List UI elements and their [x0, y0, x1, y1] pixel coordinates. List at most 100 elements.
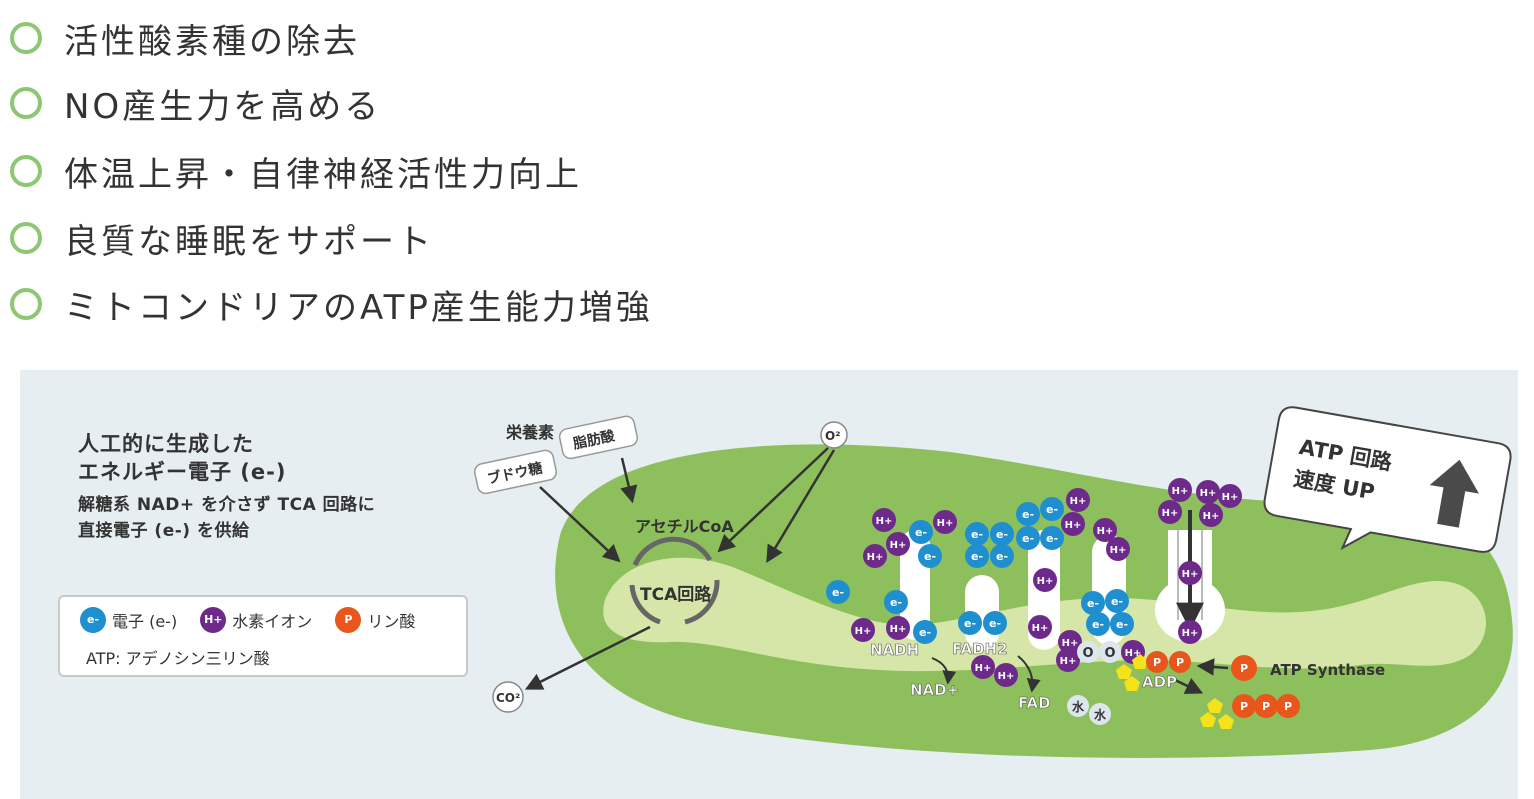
- oxygen-label: O: [1082, 646, 1093, 661]
- legend-phosphate-label: リン酸: [367, 612, 416, 631]
- electron: [965, 522, 989, 546]
- svg-text:H+: H+: [1097, 526, 1114, 537]
- fad-label: FAD: [1018, 694, 1051, 712]
- svg-text:H+: H+: [890, 540, 907, 551]
- svg-text:H+: H+: [1032, 623, 1049, 634]
- svg-text:e-: e-: [1092, 618, 1104, 631]
- svg-text:H+: H+: [1060, 656, 1077, 667]
- nad-plus-label: NAD+: [910, 681, 959, 699]
- electron: [909, 520, 933, 544]
- svg-text:P: P: [1176, 656, 1184, 669]
- tca-cycle-arc: [684, 579, 720, 625]
- tca-cycle-arc: [629, 584, 661, 625]
- nutrients-label: 栄養素: [505, 423, 554, 442]
- hydrogen-ion: [1106, 537, 1130, 561]
- hydrogen-ion: [1056, 648, 1080, 672]
- mitochondria-diagram: 人工的に生成した エネルギー電子 (e-) 解糖系 NAD+ を介さず TCA …: [20, 370, 1518, 799]
- hydrogen-ion: [872, 508, 896, 532]
- phosphate: [1232, 694, 1256, 718]
- nadh-label: NADH: [870, 641, 919, 659]
- electron: [1040, 497, 1064, 521]
- benefit-label: ミトコンドリアのATP産生能力増強: [64, 288, 653, 328]
- check-circle-icon: [10, 155, 42, 187]
- svg-text:P: P: [1153, 656, 1161, 669]
- oxygen-atom: [1077, 641, 1099, 663]
- svg-text:e-: e-: [915, 526, 927, 539]
- svg-text:e-: e-: [989, 617, 1001, 630]
- hydrogen-ion: [1066, 488, 1090, 512]
- hydrogen-ion: [863, 544, 887, 568]
- svg-text:H+: H+: [1070, 496, 1087, 507]
- electron: [990, 522, 1014, 546]
- electron: [884, 590, 908, 614]
- electron: [1040, 526, 1064, 550]
- hydrogen-ion: [1061, 512, 1085, 536]
- svg-text:P: P: [1240, 662, 1248, 675]
- svg-text:H+: H+: [937, 518, 954, 529]
- hydrogen-ion-group: [851, 478, 1242, 687]
- hydrogen-ion: [851, 618, 875, 642]
- hydrogen-ion: [1058, 630, 1082, 654]
- electron: [1016, 502, 1040, 526]
- svg-text:H+: H+: [1065, 520, 1082, 531]
- tca-cycle-arc: [632, 536, 713, 567]
- benefit-label: 良質な睡眠をサポート: [64, 222, 434, 262]
- svg-text:H+: H+: [998, 671, 1015, 682]
- hydrogen-ion: [1196, 480, 1220, 504]
- svg-text:H+: H+: [1222, 492, 1239, 503]
- svg-text:e-: e-: [1116, 618, 1128, 631]
- hydrogen-ion: [1028, 615, 1052, 639]
- svg-text:e-: e-: [1046, 503, 1058, 516]
- acetyl-coa-label: アセチルCoA: [635, 517, 734, 536]
- electron: [1081, 591, 1105, 615]
- intro-text: 人工的に生成した エネルギー電子 (e-) 解糖系 NAD+ を介さず TCA …: [78, 430, 375, 544]
- hydrogen-ion: [1033, 568, 1057, 592]
- svg-text:H+: H+: [1200, 488, 1217, 499]
- electron: [958, 611, 982, 635]
- phosphate: [1146, 651, 1168, 673]
- oxygen-atom: [1099, 641, 1121, 663]
- electron: [913, 620, 937, 644]
- benefit-label: 活性酸素種の除去: [64, 22, 360, 62]
- electron: [826, 580, 850, 604]
- phosphate-icon: P: [335, 607, 362, 633]
- svg-text:H+: H+: [1110, 545, 1127, 556]
- tca-cycle-label: TCA回路: [640, 584, 712, 605]
- electron: [1110, 612, 1134, 636]
- speed-up-callout: ATP 回路 速度 UP: [1263, 406, 1512, 553]
- intro-title-line: 人工的に生成した: [78, 432, 254, 456]
- yellow-molecule-group: [1116, 654, 1234, 729]
- phosphate: [1254, 694, 1278, 718]
- intro-desc-line: 直接電子 (e-) を供給: [78, 521, 250, 541]
- intro-title-line: エネルギー電子 (e-): [78, 460, 287, 484]
- hydrogen-ion: [1168, 478, 1192, 502]
- svg-text:e-: e-: [996, 550, 1008, 563]
- svg-text:e-: e-: [1087, 597, 1099, 610]
- hydrogen-ion: [1199, 503, 1223, 527]
- svg-text:H+: H+: [1037, 576, 1054, 587]
- phosphate: [1231, 655, 1257, 681]
- o2-label: O²: [825, 429, 840, 443]
- legend-hydrogen-label: 水素イオン: [232, 612, 313, 631]
- svg-text:e-: e-: [890, 596, 902, 609]
- co2-label: CO²: [496, 691, 520, 705]
- svg-text:e-: e-: [1022, 532, 1034, 545]
- benefit-label: NO産生力を高める: [64, 87, 382, 127]
- svg-text:P: P: [1262, 700, 1270, 713]
- svg-text:e-: e-: [996, 528, 1008, 541]
- check-circle-icon: [10, 87, 42, 119]
- hydrogen-ion: [886, 532, 910, 556]
- svg-text:H+: H+: [1182, 628, 1199, 639]
- check-circle-icon: [10, 222, 42, 254]
- svg-text:H+: H+: [876, 516, 893, 527]
- electron: [965, 544, 989, 568]
- svg-text:H+: H+: [890, 624, 907, 635]
- legend-electron-label: 電子 (e-): [112, 612, 178, 631]
- glucose-tag: [474, 449, 558, 495]
- co2-bubble: [492, 681, 524, 713]
- water-molecule: [1089, 703, 1111, 725]
- electron: [1086, 612, 1110, 636]
- svg-text:e-: e-: [832, 586, 844, 599]
- svg-text:e-: e-: [971, 550, 983, 563]
- fatty-acid-tag: [558, 415, 639, 460]
